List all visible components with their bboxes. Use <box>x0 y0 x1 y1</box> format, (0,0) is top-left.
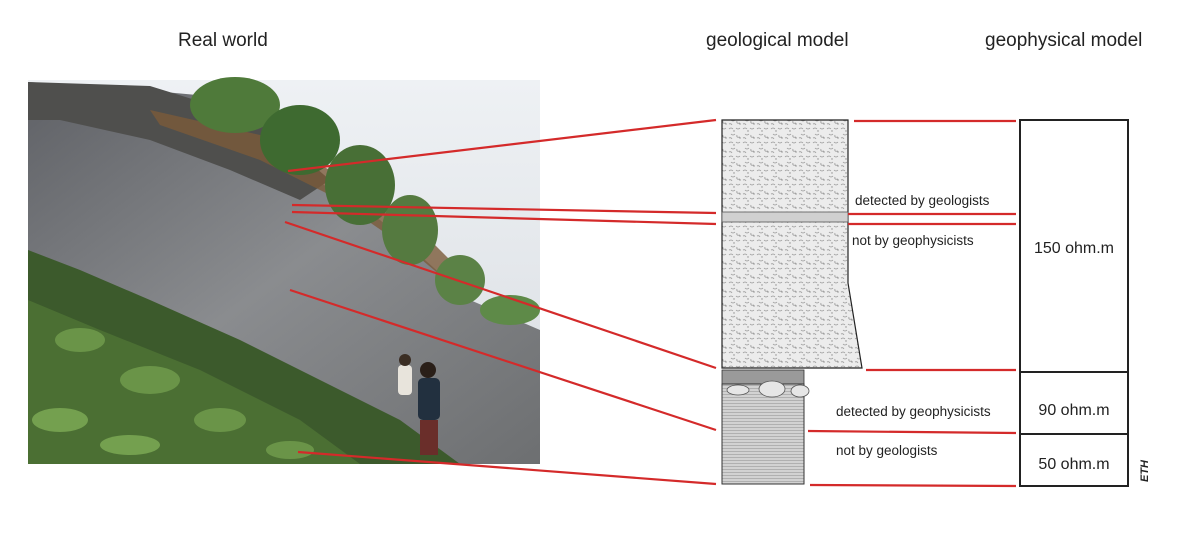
outcrop-photo <box>28 77 540 464</box>
layer-label-150: 150 ohm.m <box>1034 240 1114 257</box>
geophysical-column <box>1019 119 1129 487</box>
layer-label-50: 50 ohm.m <box>1038 456 1109 473</box>
heading-geophysical-model: geophysical model <box>985 30 1143 51</box>
geological-column <box>721 119 863 485</box>
annotation-detected-by-geologists: detected by geologists <box>855 193 990 208</box>
model-connector-lines <box>807 119 1017 488</box>
thin-clay-band <box>721 211 849 223</box>
photo-connector-lines <box>284 118 717 486</box>
heading-geological-model: geological model <box>706 30 849 51</box>
layer-label-90: 90 ohm.m <box>1038 402 1109 419</box>
annotation-not-by-geophysicists: not by geophysicists <box>852 233 974 248</box>
annotation-detected-by-geophysicists: detected by geophysicists <box>836 404 991 419</box>
geophysical-column-frame <box>1019 119 1129 487</box>
heading-real-world: Real world <box>178 30 268 51</box>
people-figures <box>398 354 440 455</box>
eth-watermark: ETH <box>1139 459 1151 482</box>
annotation-not-by-geologists: not by geologists <box>836 443 938 458</box>
